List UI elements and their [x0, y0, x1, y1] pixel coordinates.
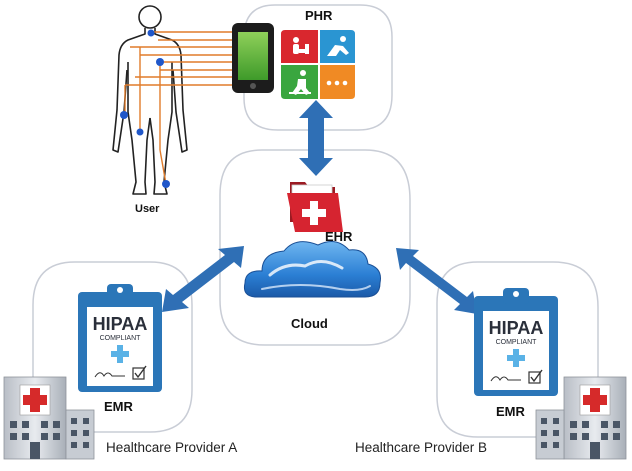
svg-text:HIPAA: HIPAA	[93, 314, 148, 334]
medical-folder-icon	[287, 182, 343, 232]
ehr-emr-left-arrow	[162, 246, 244, 312]
ehr-label: EHR	[325, 229, 353, 244]
cloud-bubble	[219, 149, 411, 346]
hipaa-clipboard-icon: HIPAA COMPLIANT	[78, 284, 162, 392]
svg-text:COMPLIANT: COMPLIANT	[496, 339, 538, 346]
sensor-lines	[124, 31, 232, 185]
human-body-icon	[112, 5, 188, 195]
emr-left-bubble	[32, 261, 193, 433]
user-label: User	[135, 203, 160, 215]
hospital-building-icon	[535, 376, 627, 460]
svg-text:HIPAA: HIPAA	[489, 318, 544, 338]
emr-left-label: EMR	[104, 399, 133, 414]
hipaa-clipboard-icon: HIPAA COMPLIANT	[474, 288, 558, 396]
provider-a-label: Healthcare Provider A	[106, 440, 238, 455]
emr-right-label: EMR	[496, 404, 525, 419]
svg-text:COMPLIANT: COMPLIANT	[100, 335, 142, 342]
sensor-dots	[120, 29, 170, 188]
phr-label: PHR	[305, 8, 333, 23]
cloud-label: Cloud	[291, 316, 328, 331]
health-apps-grid-icon	[281, 30, 355, 99]
hospital-building-icon	[3, 376, 95, 460]
smartphone-icon	[232, 23, 274, 93]
cloud-icon	[244, 240, 381, 298]
provider-b-label: Healthcare Provider B	[355, 440, 488, 455]
ehr-emr-right-arrow	[396, 248, 477, 314]
phr-ehr-arrow	[299, 100, 333, 176]
